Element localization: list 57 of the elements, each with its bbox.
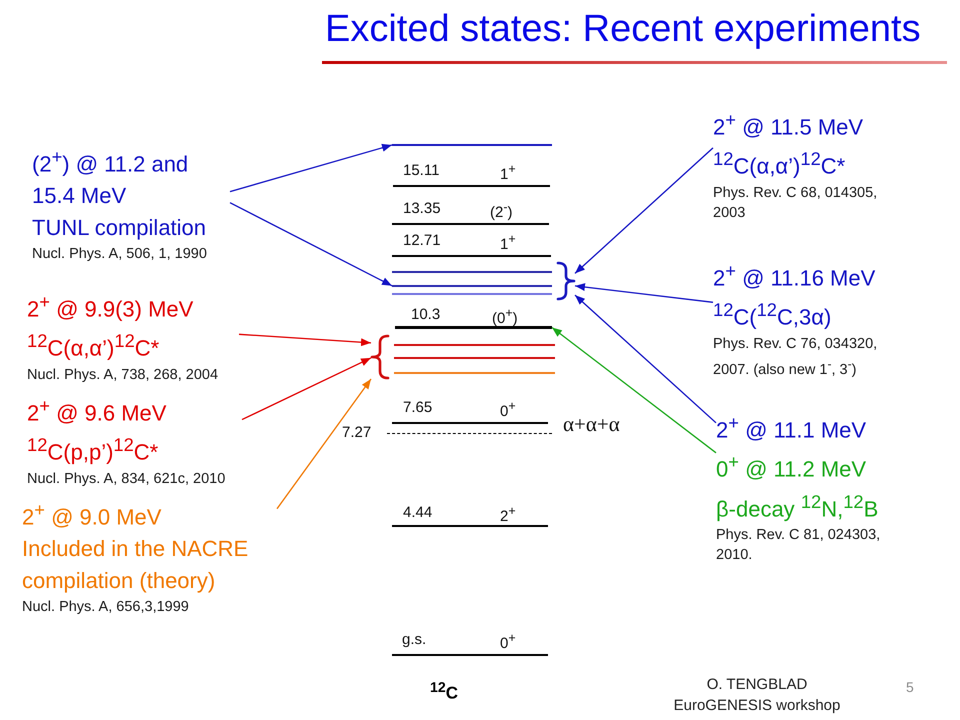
- reaction-label: $^{12}$C(α,α’)$^{12}$C*: [27, 329, 160, 363]
- reaction-label: $^{12}$C(α,α’)$^{12}$C*: [713, 147, 846, 181]
- note-text: Included in the NACRE compilation (theory): [22, 535, 250, 596]
- spin-parity: 1$^{+}$: [500, 232, 516, 254]
- page-number: 5: [906, 678, 914, 696]
- slide-title: Excited states: Recent experiments: [325, 7, 921, 52]
- reference-citation: Nucl. Phys. A, 656,3,1999: [22, 598, 190, 618]
- reference-citation: Phys. Rev. C 68, 014305, 2003: [713, 184, 878, 223]
- arrow: [276, 378, 372, 510]
- arrow: [574, 283, 714, 303]
- reaction-label: $^{12}$C($^{12}$C,3α): [713, 298, 832, 332]
- reaction-label: $^{12}$C(p,p’)$^{12}$C*: [27, 433, 160, 467]
- level-energy: 13.35: [403, 200, 441, 218]
- threshold-energy: 7.27: [342, 424, 372, 442]
- state-label: (2$^{+}$) @ 11.2 and 15.4 MeV: [32, 145, 190, 210]
- curly-brace: [557, 262, 575, 300]
- arrow: [552, 326, 716, 454]
- arrow: [242, 357, 372, 420]
- state-label: 2$^{+}$ @ 11.5 MeV: [713, 108, 864, 142]
- spin-parity: 2$^{+}$: [500, 504, 516, 526]
- state-label: 2$^{+}$ @ 9.0 MeV: [22, 498, 162, 532]
- reference-citation: Phys. Rev. C 76, 034320, 2007. (also new 1$^{-}$, 3$^{-}$): [713, 334, 878, 380]
- state-label: 2$^{+}$ @ 11.1 MeV: [716, 411, 868, 444]
- level-energy: 7.65: [403, 399, 432, 417]
- state-label: 2$^{+}$ @ 11.16 MeV: [713, 259, 876, 292]
- arrow: [574, 147, 714, 274]
- reference-citation: Phys. Rev. C 81, 024303, 2010.: [716, 526, 882, 565]
- arrow: [574, 294, 716, 424]
- threshold-label: α+α+α: [563, 412, 620, 438]
- state-label: 2$^{+}$ @ 9.9(3) MeV: [27, 290, 194, 324]
- arrow: [238, 334, 372, 346]
- spin-parity: 0$^{+}$: [500, 631, 516, 653]
- level-energy: g.s.: [402, 631, 426, 649]
- reference-citation: Nucl. Phys. A, 506, 1, 1990: [32, 245, 208, 264]
- reference-citation: Nucl. Phys. A, 738, 268, 2004: [27, 366, 220, 385]
- state-label: 2$^{+}$ @ 9.6 MeV: [27, 394, 168, 428]
- level-energy: 15.11: [403, 162, 440, 180]
- spin-parity: 1$^{+}$: [500, 162, 516, 184]
- state-label: 0$^{+}$ @ 11.2 MeV: [716, 450, 868, 484]
- spin-parity: 0$^{+}$: [500, 399, 516, 421]
- level-line: [395, 326, 552, 329]
- level-energy: 12.71: [403, 232, 441, 250]
- arrow: [230, 144, 392, 192]
- arrow: [230, 202, 392, 286]
- level-energy: 4.44: [403, 504, 432, 522]
- author-name: O. TENGBLAD: [706, 676, 808, 694]
- spin-parity: (0$^{+}$): [492, 306, 518, 328]
- level-energy: 10.3: [411, 306, 440, 324]
- curly-brace: [371, 335, 389, 379]
- level-line: [392, 144, 552, 146]
- reaction-label: β-decay $^{12}$N,$^{12}$B: [716, 490, 880, 524]
- spin-parity: (2$^{-}$): [490, 200, 513, 222]
- level-line: [392, 285, 552, 286]
- reference-citation: Nucl. Phys. A, 834, 621c, 2010: [27, 470, 226, 489]
- nucleus-label: $^{12}$C: [430, 680, 458, 704]
- event-name: EuroGENESIS workshop: [674, 697, 840, 715]
- source-label: TUNL compilation: [32, 214, 208, 242]
